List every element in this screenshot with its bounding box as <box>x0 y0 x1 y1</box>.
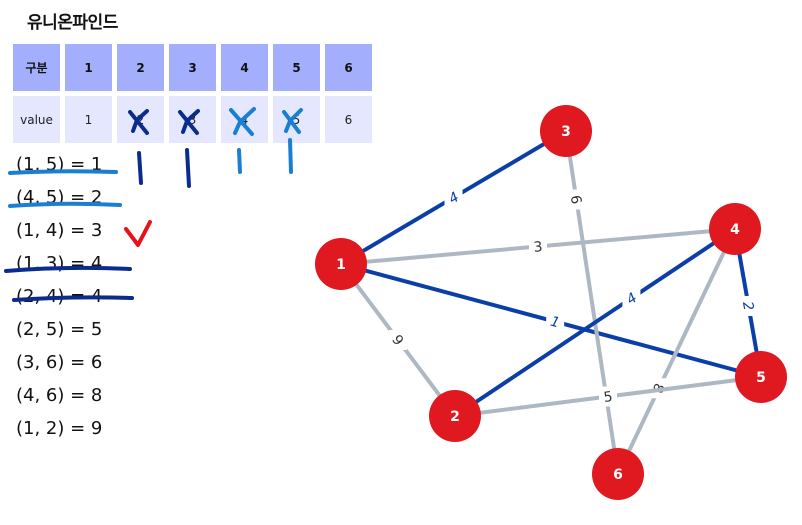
graph-node-label: 6 <box>613 467 623 483</box>
graph-edge-2-4 <box>453 227 737 418</box>
graph-node-5 <box>735 351 787 403</box>
edge-weight-label: 3 <box>533 239 543 256</box>
graph-nodes: 1 2 3 4 5 6 <box>315 105 787 500</box>
edge-weight-label: 5 <box>603 389 614 406</box>
header-label-cell: 구분 <box>13 44 65 96</box>
strike-line-icon <box>12 295 134 302</box>
graph-node-4 <box>709 203 761 255</box>
edge-list-item: (3, 6) = 6 <box>16 352 103 373</box>
header-cell: 5 <box>273 44 325 96</box>
edge-weight-label: 6 <box>567 194 584 205</box>
tally-stroke-icon <box>237 148 242 174</box>
value-cell: 1 <box>65 96 117 143</box>
header-cell: 1 <box>65 44 117 96</box>
graph-node-2 <box>429 390 481 442</box>
edge-weight-bg <box>389 330 407 350</box>
value-cell: 5 <box>273 96 325 143</box>
cross-mark-icon <box>282 108 303 134</box>
graph-node-3 <box>540 105 592 157</box>
edge-list-item: (1, 2) = 9 <box>16 418 103 439</box>
edge-weight-bg <box>622 288 641 309</box>
edge-weight-bg <box>599 386 617 407</box>
graph-node-label: 3 <box>561 124 571 140</box>
graph-node-label: 4 <box>730 222 740 238</box>
page-title: 유니온파인드 <box>27 13 118 33</box>
graph-node-label: 1 <box>336 257 346 273</box>
table-header-row: 구분 1 2 3 4 5 6 <box>13 44 377 96</box>
edge-weight-bg <box>567 189 586 210</box>
graph-node-label: 5 <box>756 370 766 386</box>
graph-edges: 431962485 <box>339 129 763 475</box>
hand-annotations <box>4 107 303 302</box>
header-cell: 3 <box>169 44 221 96</box>
union-find-table: 구분 1 2 3 4 5 6 value 1 2 3 4 5 6 <box>13 44 377 143</box>
graph-node-6 <box>592 448 644 500</box>
tally-stroke-icon <box>137 151 143 185</box>
tally-stroke-icon <box>185 148 191 188</box>
header-cell: 6 <box>325 44 377 96</box>
value-cell: 6 <box>325 96 377 143</box>
edge-weight-bg <box>529 236 547 257</box>
header-cell: 2 <box>117 44 169 96</box>
cross-mark-icon <box>128 109 149 135</box>
tally-stroke-icon <box>288 138 293 174</box>
header-cell: 4 <box>221 44 273 96</box>
value-label-cell: value <box>13 96 65 143</box>
graph-edge-4-6 <box>616 228 737 475</box>
edge-weight-label: 2 <box>739 300 756 312</box>
graph-edge-3-6 <box>564 130 620 475</box>
edge-weight-bg <box>739 295 758 316</box>
edge-weight-label: 1 <box>549 314 562 332</box>
edge-list-item: (1, 4) = 3 <box>16 220 103 241</box>
strike-line-icon <box>4 265 132 273</box>
edge-weight-bg <box>444 187 463 208</box>
cross-mark-icon <box>178 109 200 135</box>
strike-line-icon <box>8 201 122 208</box>
edge-list-item: (4, 6) = 8 <box>16 385 103 406</box>
red-check-icon <box>124 220 152 247</box>
graph-node-label: 2 <box>450 409 460 425</box>
cross-mark-icon <box>229 107 256 136</box>
strike-line-icon <box>8 169 118 175</box>
edge-weight-bg <box>546 311 565 332</box>
value-cell: 3 <box>169 96 221 143</box>
graph-node-1 <box>315 238 367 290</box>
edge-list-item: (2, 5) = 5 <box>16 319 103 340</box>
